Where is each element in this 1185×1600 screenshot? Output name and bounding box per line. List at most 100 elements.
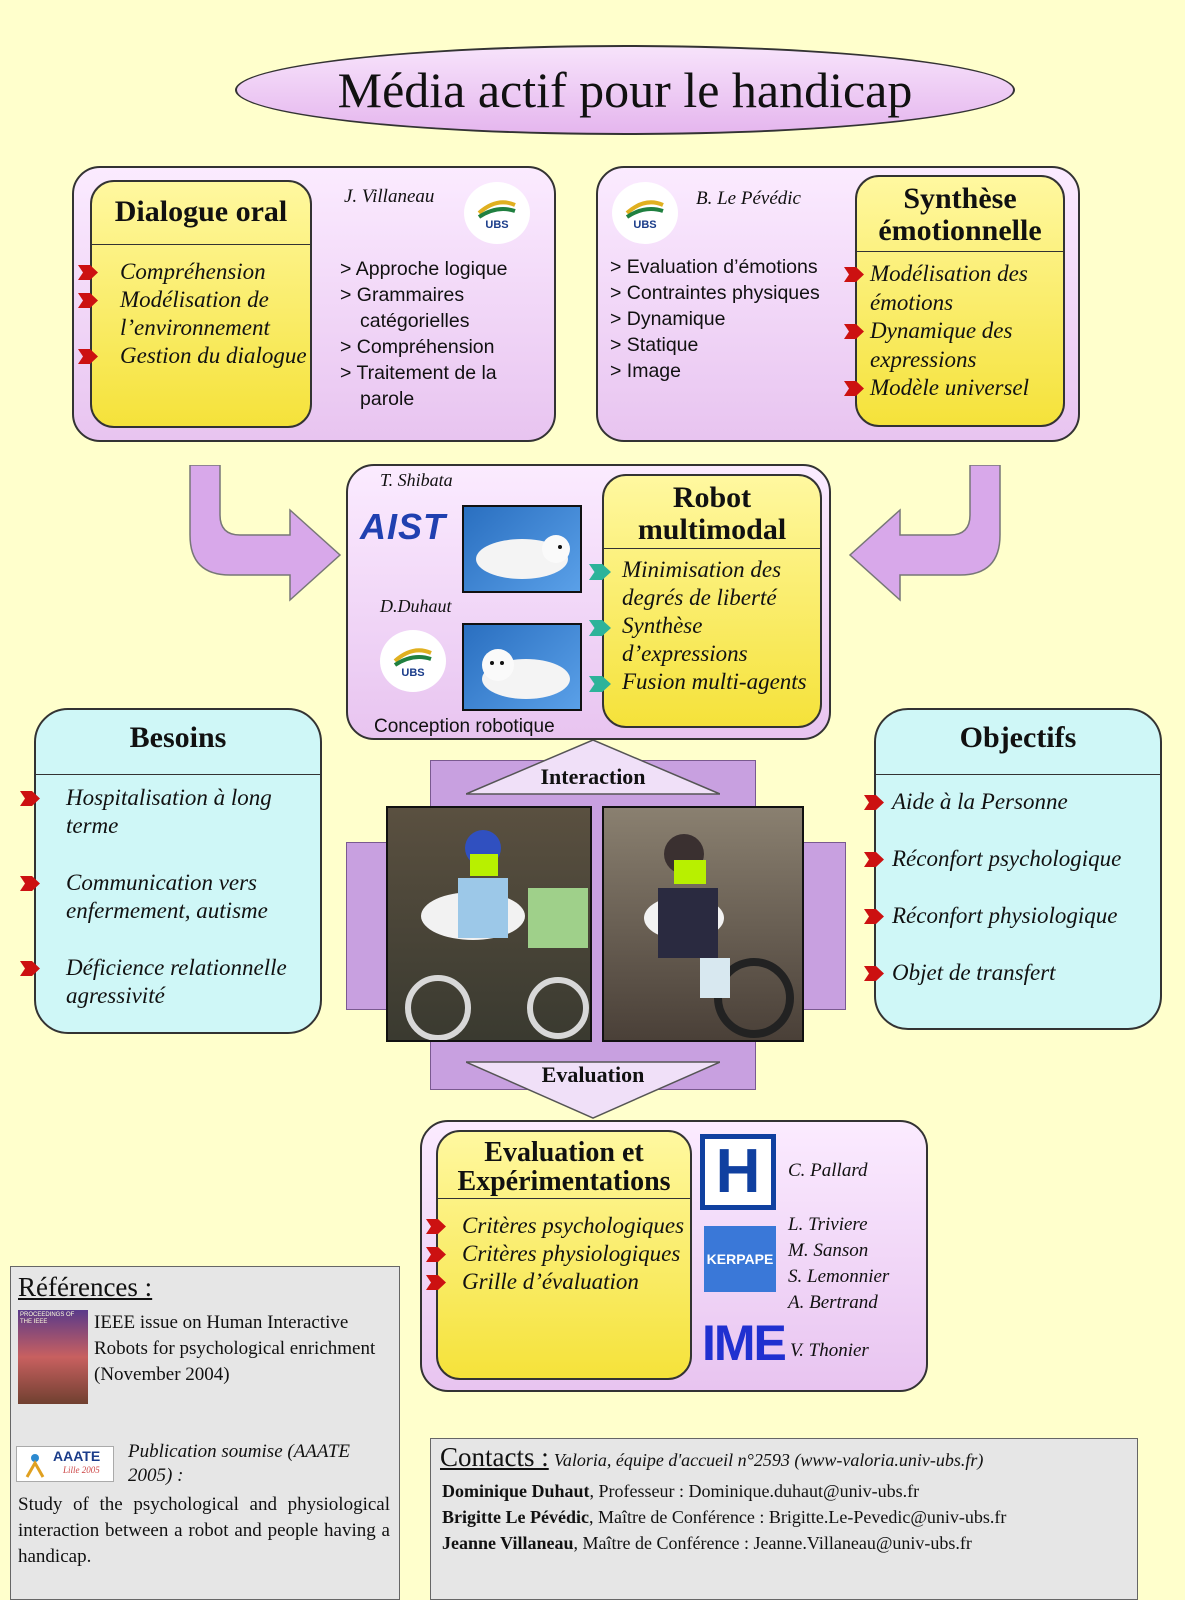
list-item: > Approche logique xyxy=(340,258,508,280)
reference-ieee: IEEE issue on Human Interactive Robots f… xyxy=(94,1312,376,1385)
list-item: Synthèse d’expressions xyxy=(589,612,818,668)
red-arrow-icon xyxy=(844,381,864,396)
objectifs-divider xyxy=(876,774,1160,775)
hospital-icon: H xyxy=(715,1137,761,1206)
seal-robot-photo xyxy=(462,505,582,593)
besoins-bullet-list: Hospitalisation à long terme Communicati… xyxy=(20,784,324,1010)
besoins-title: Besoins xyxy=(129,721,227,754)
list-item: Aide à la Personne xyxy=(864,788,1162,816)
interaction-label: Interaction xyxy=(540,764,646,789)
robot-divider xyxy=(604,548,820,549)
robot-bullet-list: Minimisation des degrés de liberté Synth… xyxy=(589,556,818,696)
evaluation-divider xyxy=(438,1198,690,1199)
red-arrow-icon xyxy=(78,293,98,308)
people-group-3: V. Thonier xyxy=(790,1340,869,1361)
reference-aaate-status: Publication soumise (AAATE 2005) : xyxy=(128,1441,350,1486)
objectifs-title: Objectifs xyxy=(959,721,1077,754)
contacts-lab-info: Valoria, équipe d'accueil n°2593 (www-va… xyxy=(553,1450,984,1470)
list-item: Déficience relationnelle agressivité xyxy=(20,954,324,1010)
list-item: Compréhension xyxy=(78,258,320,286)
dialogue-topic-list: > Approche logique > Grammaires catégori… xyxy=(340,256,550,412)
list-item: > Grammaires catégorielles xyxy=(340,284,470,332)
list-item: Modélisation des émotions xyxy=(844,260,1060,317)
evaluation-bullet-list: Critères psychologiques Critères physiol… xyxy=(426,1212,688,1296)
people-group-1: C. Pallard xyxy=(788,1160,868,1181)
red-arrow-icon xyxy=(20,876,40,891)
red-arrow-icon xyxy=(20,961,40,976)
list-item: Réconfort psychologique xyxy=(864,845,1162,873)
list-item: Hospitalisation à long terme xyxy=(20,784,324,840)
list-item: > Image xyxy=(610,360,682,382)
contacts-list: Dominique Duhaut, Professeur : Dominique… xyxy=(442,1478,1132,1556)
kerpape-logo: KERPAPE xyxy=(704,1226,776,1292)
green-arrow-icon xyxy=(589,676,611,692)
dialogue-divider xyxy=(92,244,310,245)
frame-side-right xyxy=(796,842,846,1010)
people-group-2: L. Triviere M. Sanson S. Lemonnier A. Be… xyxy=(788,1214,890,1313)
synthese-title-line1: Synthèse xyxy=(903,182,1017,215)
red-arrow-icon xyxy=(864,966,884,981)
ubs-emblem-icon xyxy=(625,200,664,219)
contacts-label: Contacts : xyxy=(440,1442,549,1472)
red-arrow-icon xyxy=(864,795,884,810)
aaate-logo: AAATE Lille 2005 xyxy=(16,1446,114,1482)
robot-author-duhaut: D.Duhaut xyxy=(380,596,452,616)
list-item: Dynamique des expressions xyxy=(844,317,1060,374)
references-title: Références : xyxy=(18,1272,153,1302)
list-item: Critères physiologiques xyxy=(426,1240,688,1268)
robot-title-line1: Robot xyxy=(672,481,752,514)
red-arrow-icon xyxy=(426,1247,446,1262)
aist-logo: AIST xyxy=(360,506,447,547)
up-arrow-icon xyxy=(466,740,720,795)
curved-arrow-right-icon xyxy=(848,465,1001,602)
list-item: Minimisation des degrés de liberté xyxy=(589,556,818,612)
evaluation-title-line2: Expérimentations xyxy=(457,1166,671,1198)
besoins-divider xyxy=(36,774,320,775)
evaluation-label: Evaluation xyxy=(541,1062,645,1087)
list-item: Modèle universel xyxy=(844,374,1060,403)
contact-line: Dominique Duhaut, Professeur : Dominique… xyxy=(442,1481,920,1501)
ubs-emblem-icon xyxy=(393,648,432,667)
contact-line: Brigitte Le Pévédic, Maître de Conférenc… xyxy=(442,1507,1007,1527)
synthese-yellow-card: Synthèse émotionnelle xyxy=(855,175,1065,427)
list-item: > Traitement de la parole xyxy=(340,362,497,410)
synthese-topic-list: > Evaluation d’émotions > Contraintes ph… xyxy=(610,254,850,384)
dialogue-author: J. Villaneau xyxy=(344,186,435,207)
objectifs-bullet-list: Aide à la Personne Réconfort psychologiq… xyxy=(864,788,1162,987)
synthese-divider xyxy=(857,251,1063,252)
contacts-header: Contacts : Valoria, équipe d'accueil n°2… xyxy=(440,1442,1130,1473)
hospital-logo: H xyxy=(700,1134,776,1210)
list-item: > Compréhension xyxy=(340,336,495,358)
contact-line: Jeanne Villaneau, Maître de Conférence :… xyxy=(442,1533,972,1553)
green-arrow-icon xyxy=(589,620,611,636)
list-item: Fusion multi-agents xyxy=(589,668,818,696)
ubs-logo: UBS xyxy=(464,182,530,244)
red-arrow-icon xyxy=(78,265,98,280)
red-arrow-icon xyxy=(844,267,864,282)
list-item: > Evaluation d’émotions xyxy=(610,256,818,278)
robot-yellow-card: Robot multimodal xyxy=(602,474,822,728)
red-arrow-icon xyxy=(864,852,884,867)
robot-title-line2: multimodal xyxy=(637,512,787,546)
evaluation-yellow-card: Evaluation et Expérimentations xyxy=(436,1130,692,1380)
evaluation-title-line1: Evaluation et xyxy=(484,1137,644,1168)
synthese-author: B. Le Pévédic xyxy=(696,188,801,209)
red-arrow-icon xyxy=(426,1219,446,1234)
red-arrow-icon xyxy=(426,1275,446,1290)
ubs-emblem-icon xyxy=(477,200,516,219)
list-item: > Statique xyxy=(610,334,699,356)
ubs-logo: UBS xyxy=(612,182,678,244)
list-item: Réconfort physiologique xyxy=(864,902,1162,930)
dialogue-yellow-card: Dialogue oral xyxy=(90,180,312,428)
list-item: Grille d’évaluation xyxy=(426,1268,688,1296)
aaate-figure-icon xyxy=(25,1454,45,1478)
child-bicycle-photo xyxy=(386,806,592,1042)
synthese-title-line2: émotionnelle xyxy=(878,213,1042,247)
page-title: Média actif pour le handicap xyxy=(337,62,913,118)
synthese-bullet-list: Modélisation des émotions Dynamique des … xyxy=(844,260,1060,403)
red-arrow-icon xyxy=(864,909,884,924)
list-item: Gestion du dialogue xyxy=(78,342,320,370)
robot-author-shibata: T. Shibata xyxy=(380,470,453,490)
besoins-panel: Besoins xyxy=(34,708,322,1034)
red-arrow-icon xyxy=(78,349,98,364)
